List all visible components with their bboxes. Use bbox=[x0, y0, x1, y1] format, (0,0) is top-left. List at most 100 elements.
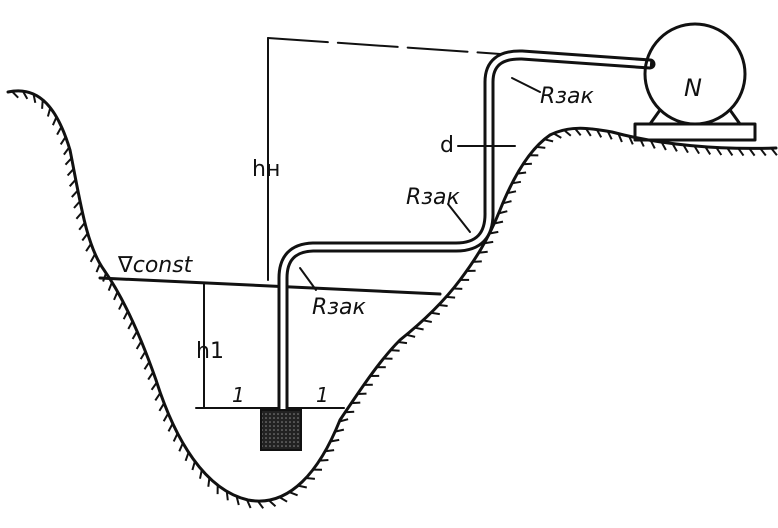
ground-hatch-mark bbox=[89, 253, 96, 263]
ground-hatch-mark bbox=[430, 311, 440, 316]
ground-hatch-mark bbox=[22, 90, 29, 100]
pump-label: N bbox=[684, 74, 702, 102]
ground-hatch-mark bbox=[225, 491, 229, 501]
ground-hatch-mark bbox=[502, 200, 512, 205]
ground-hatch-mark bbox=[278, 496, 288, 503]
ground-hatch-mark bbox=[536, 145, 546, 149]
ground-hatch-mark bbox=[154, 392, 162, 401]
r-bottom-label: Rзак bbox=[312, 295, 366, 320]
ground-hatch-mark bbox=[139, 350, 147, 360]
ground-hatch-mark bbox=[770, 147, 778, 156]
ground-hatching bbox=[11, 90, 778, 509]
ground-hatch-mark bbox=[184, 451, 190, 462]
pipe-outer bbox=[277, 49, 656, 416]
const-level-label: ∇const bbox=[117, 253, 194, 278]
ground-hatch-mark bbox=[498, 210, 508, 215]
ground-hatch-mark bbox=[595, 129, 603, 138]
ground-hatch-mark bbox=[737, 147, 745, 157]
ground-hatch-mark bbox=[46, 107, 52, 117]
ground-hatch-mark bbox=[288, 491, 298, 497]
ground-hatch-mark bbox=[324, 449, 335, 453]
ground-hatch-mark bbox=[693, 145, 700, 155]
ground-hatch-mark bbox=[51, 116, 58, 126]
r-mid-leader bbox=[447, 203, 471, 233]
pipe-inner bbox=[280, 52, 651, 410]
ground-hatch-mark bbox=[127, 320, 134, 330]
ground-hatch-mark bbox=[759, 147, 767, 157]
ground-hatch-mark bbox=[726, 147, 734, 156]
ground-hatch-mark bbox=[268, 499, 277, 507]
h-1-label: h1 bbox=[196, 339, 224, 364]
ground-hatch-mark bbox=[59, 136, 67, 145]
ground-hatch-mark bbox=[11, 90, 19, 99]
ground-hatch-mark bbox=[511, 180, 522, 185]
r-mid-label: Rзак bbox=[406, 185, 460, 210]
ground-hatch-mark bbox=[472, 260, 482, 263]
ground-hatch-mark bbox=[330, 438, 340, 443]
ground-hatch-mark bbox=[66, 168, 75, 177]
pump-feet bbox=[648, 108, 742, 126]
r-top-leader bbox=[511, 77, 541, 93]
ground-hatch-mark bbox=[660, 141, 667, 151]
ground-hatch-mark bbox=[118, 300, 124, 310]
r-bottom-leader bbox=[299, 267, 317, 291]
ground-profile bbox=[6, 89, 778, 503]
d-label: d bbox=[440, 133, 454, 158]
section-left-label: 1 bbox=[232, 383, 245, 407]
ground-hatch-mark bbox=[143, 361, 151, 370]
ground-hatch-mark bbox=[297, 484, 308, 489]
ground-hatch-mark bbox=[73, 200, 81, 209]
ground-hatch-mark bbox=[493, 220, 504, 225]
ground-hatch-mark bbox=[671, 143, 678, 152]
ground-hatch-mark bbox=[748, 147, 756, 157]
ground-hatch-mark bbox=[553, 132, 562, 139]
ground-hatch-mark bbox=[446, 295, 456, 299]
ground-hatch-mark bbox=[64, 157, 73, 166]
ground-hatch-mark bbox=[544, 138, 554, 143]
ground-hatch-mark bbox=[95, 263, 101, 273]
ground-hatch-mark bbox=[606, 130, 613, 140]
ground-hatch-mark bbox=[319, 459, 329, 462]
ground-hatch-mark bbox=[617, 133, 623, 143]
ground-hatch-mark bbox=[81, 232, 89, 242]
h-n-label: hн bbox=[252, 157, 280, 182]
ground-hatch-mark bbox=[438, 304, 448, 307]
ground-hatch-mark bbox=[85, 243, 92, 252]
ground-hatch-mark bbox=[397, 341, 408, 345]
r-top-label: Rзак bbox=[540, 84, 594, 109]
pump-level-dashed-line bbox=[267, 37, 516, 56]
ground-hatch-mark bbox=[191, 461, 196, 471]
ground-hatch-mark bbox=[167, 423, 174, 432]
ground-hatch-mark bbox=[585, 127, 592, 137]
ground-hatch-mark bbox=[628, 135, 634, 145]
ground-hatch-mark bbox=[235, 496, 240, 506]
ground-hatch-mark bbox=[339, 418, 349, 423]
ground-hatch-mark bbox=[56, 126, 63, 136]
ground-hatch-mark bbox=[305, 477, 315, 480]
ground-hatch-mark bbox=[113, 291, 119, 301]
ground-hatch-mark bbox=[135, 340, 143, 350]
water-surface-line bbox=[98, 276, 442, 296]
strainer bbox=[260, 409, 302, 451]
ground-hatch-mark bbox=[517, 171, 527, 175]
ground-hatch-mark bbox=[162, 412, 170, 422]
ground-hatch-mark bbox=[107, 281, 113, 291]
ground-hatch-mark bbox=[131, 330, 138, 340]
ground-hatch-mark bbox=[147, 371, 155, 381]
ground-hatch-mark bbox=[414, 326, 424, 331]
ground-hatch-mark bbox=[41, 99, 44, 109]
ground-hatch-mark bbox=[484, 240, 494, 245]
ground-hatch-mark bbox=[649, 139, 656, 149]
ground-hatch-mark bbox=[32, 93, 37, 104]
ground-hatch-mark bbox=[506, 190, 517, 195]
ground-hatch-mark bbox=[63, 146, 71, 156]
ground-hatch-mark bbox=[390, 349, 400, 352]
ground-hatch-mark bbox=[351, 401, 361, 405]
ground-hatch-mark bbox=[682, 144, 689, 154]
ground-hatch-mark bbox=[563, 129, 572, 137]
ground-hatch-mark bbox=[75, 211, 84, 220]
ground-hatch-mark bbox=[257, 500, 265, 509]
ground-hatch-mark bbox=[150, 381, 158, 391]
ground-hatch-mark bbox=[334, 428, 345, 433]
